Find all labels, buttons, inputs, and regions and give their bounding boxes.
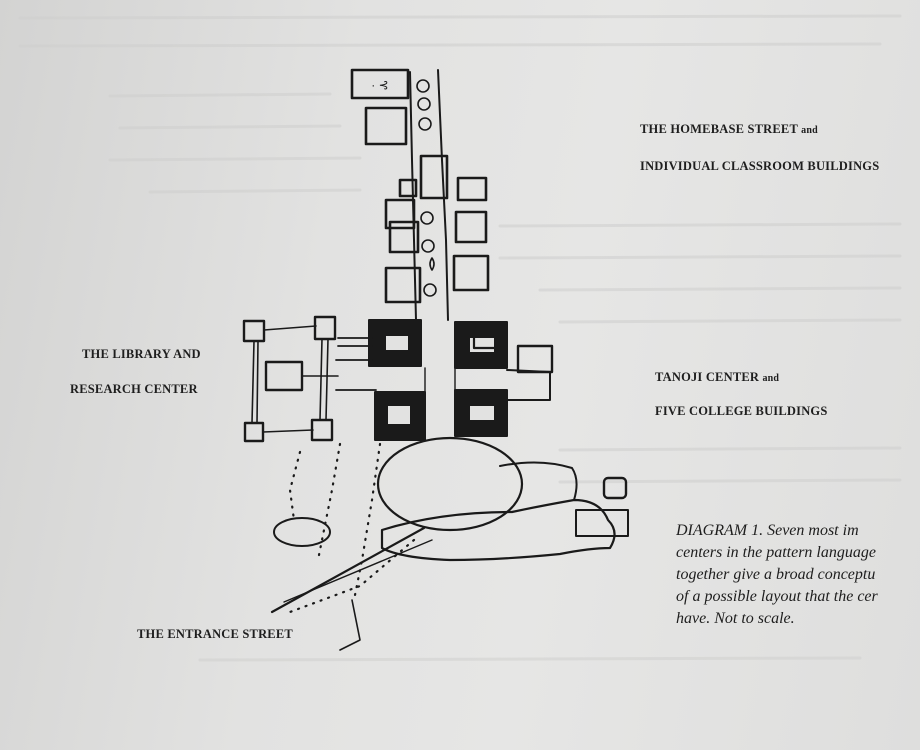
caption-line: together give a broad conceptu	[676, 566, 876, 583]
street-center-building	[419, 154, 449, 200]
entrance-blob-top	[499, 461, 578, 501]
classroom-building	[384, 198, 416, 230]
street-squiggle	[429, 257, 435, 271]
library-corner-building	[310, 418, 334, 442]
entrance-path-line	[339, 599, 361, 651]
tanoji-street-edge	[424, 367, 456, 393]
diagram-caption: DIAGRAM 1. Seven most im centers in the …	[676, 520, 920, 630]
street-right-edge	[437, 69, 449, 321]
dotted-path	[288, 442, 416, 614]
entrance-plaza-circle	[376, 436, 524, 532]
college-building-block	[454, 389, 508, 437]
entrance-street-line	[270, 526, 426, 614]
classroom-building	[388, 220, 420, 254]
street-circles	[416, 79, 437, 297]
tanoji-label-line1: TANOJI CENTER	[655, 370, 760, 384]
college-building	[516, 344, 554, 374]
entrance-gate-building	[575, 509, 629, 537]
entrance-street-label-text: THE ENTRANCE STREET	[137, 627, 293, 641]
caption-line: centers in the pattern language	[676, 544, 876, 561]
street-top-sign	[350, 68, 410, 100]
homebase-label-and: and	[801, 125, 818, 136]
homebase-label: THE HOMEBASE STREET and	[640, 122, 818, 137]
library-label-text: THE LIBRARY AND	[82, 347, 201, 361]
homebase-label-line1: THE HOMEBASE STREET	[640, 122, 798, 136]
tanoji-label: TANOJI CENTER and	[655, 370, 779, 385]
tanoji-center	[368, 319, 554, 441]
entrance-small-building	[602, 476, 628, 500]
classroom-label: INDIVIDUAL CLASSROOM BUILDINGS	[640, 159, 879, 174]
classroom-building	[454, 210, 488, 244]
classroom-building	[452, 254, 490, 292]
entrance-oval	[273, 517, 331, 547]
college-building-outline	[506, 369, 551, 401]
classroom-building	[364, 106, 408, 146]
library-label-line1: THE LIBRARY AND	[82, 347, 201, 362]
library-corner-building	[243, 421, 265, 443]
bleed-through-text	[18, 14, 902, 662]
entrance-street-line	[283, 539, 433, 603]
research-label-text: RESEARCH CENTER	[70, 382, 198, 396]
caption-line: have. Not to scale.	[676, 610, 795, 627]
library-corner-building	[242, 319, 266, 343]
college-buildings-label: FIVE COLLEGE BUILDINGS	[655, 404, 828, 419]
classroom-label-text: INDIVIDUAL CLASSROOM BUILDINGS	[640, 159, 880, 173]
classroom-building	[384, 266, 422, 304]
entrance-blob-building	[380, 498, 616, 562]
classroom-buildings	[364, 106, 490, 304]
classroom-building	[398, 178, 418, 198]
library-research-center	[242, 315, 339, 443]
library-connector-street	[335, 337, 377, 391]
sign-scribble: · ⊰	[371, 78, 388, 92]
library-label-line2: RESEARCH CENTER	[70, 382, 198, 397]
college-building	[472, 324, 504, 350]
college-buildings-label-text: FIVE COLLEGE BUILDINGS	[655, 404, 828, 418]
library-main-building	[264, 360, 304, 392]
entrance-street-label: THE ENTRANCE STREET	[137, 627, 293, 642]
caption-line: of a possible layout that the cer	[676, 588, 878, 605]
caption-line: DIAGRAM 1. Seven most im	[676, 522, 859, 539]
entrance-area	[270, 436, 629, 651]
library-corner-building	[313, 315, 337, 341]
classroom-building	[456, 176, 488, 202]
library-frame	[251, 325, 329, 433]
tanoji-label-and: and	[762, 373, 780, 384]
